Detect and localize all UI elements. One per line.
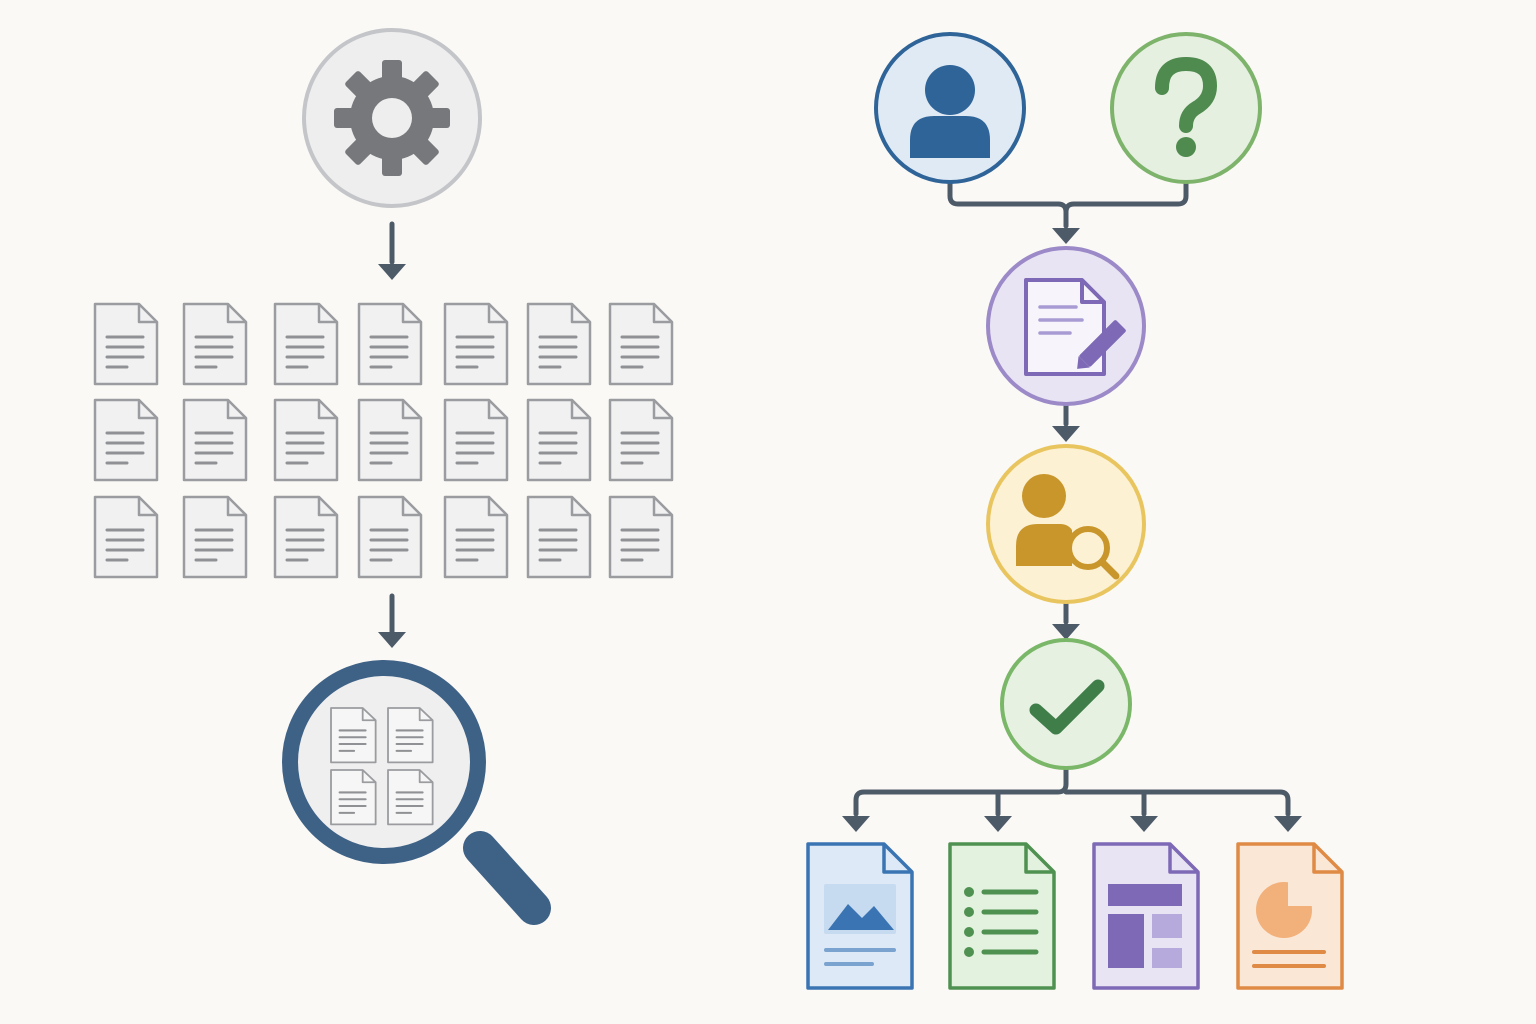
right-connectors bbox=[842, 179, 1302, 832]
document-icon bbox=[184, 304, 246, 384]
document-icon bbox=[388, 770, 433, 825]
document-icon bbox=[610, 304, 672, 384]
chart-document bbox=[1236, 842, 1344, 990]
document-icon bbox=[359, 400, 421, 480]
document-edit-icon bbox=[1024, 278, 1126, 376]
chart-document-icon bbox=[1252, 878, 1326, 968]
list-document-icon bbox=[964, 887, 1039, 957]
document-icon bbox=[331, 770, 376, 825]
document-icon bbox=[528, 400, 590, 480]
document-icon bbox=[184, 497, 246, 577]
document-icon bbox=[445, 497, 507, 577]
document-icon bbox=[610, 400, 672, 480]
document-icon bbox=[528, 497, 590, 577]
document-icon bbox=[95, 304, 157, 384]
document-icon bbox=[445, 304, 507, 384]
document-icon bbox=[275, 304, 337, 384]
layout-document bbox=[1092, 842, 1200, 990]
document-icon bbox=[359, 497, 421, 577]
document-icon bbox=[528, 304, 590, 384]
query-node bbox=[1110, 32, 1262, 184]
image-document bbox=[806, 842, 914, 990]
document-icon bbox=[184, 400, 246, 480]
image-document-icon bbox=[824, 884, 896, 966]
document-icon bbox=[95, 497, 157, 577]
left-connectors bbox=[378, 221, 406, 648]
approval-node bbox=[1000, 638, 1132, 770]
filter-node bbox=[282, 660, 551, 925]
layout-document-icon bbox=[1108, 884, 1182, 968]
list-document bbox=[948, 842, 1056, 990]
gear-icon bbox=[334, 60, 450, 176]
document-icon bbox=[95, 400, 157, 480]
question-mark-icon bbox=[1155, 57, 1217, 157]
document-icon bbox=[359, 304, 421, 384]
user-icon bbox=[910, 65, 990, 158]
source-node bbox=[302, 28, 482, 208]
document-icon bbox=[275, 400, 337, 480]
check-icon bbox=[1029, 679, 1105, 735]
review-node bbox=[986, 444, 1146, 604]
document-icon bbox=[445, 400, 507, 480]
user-search-icon bbox=[1016, 474, 1120, 580]
document-grid bbox=[95, 304, 672, 577]
document-icon bbox=[610, 497, 672, 577]
requester-node bbox=[874, 32, 1026, 184]
document-icon bbox=[388, 708, 433, 763]
document-icon bbox=[331, 708, 376, 763]
document-icon bbox=[275, 497, 337, 577]
drafting-node bbox=[986, 246, 1146, 406]
